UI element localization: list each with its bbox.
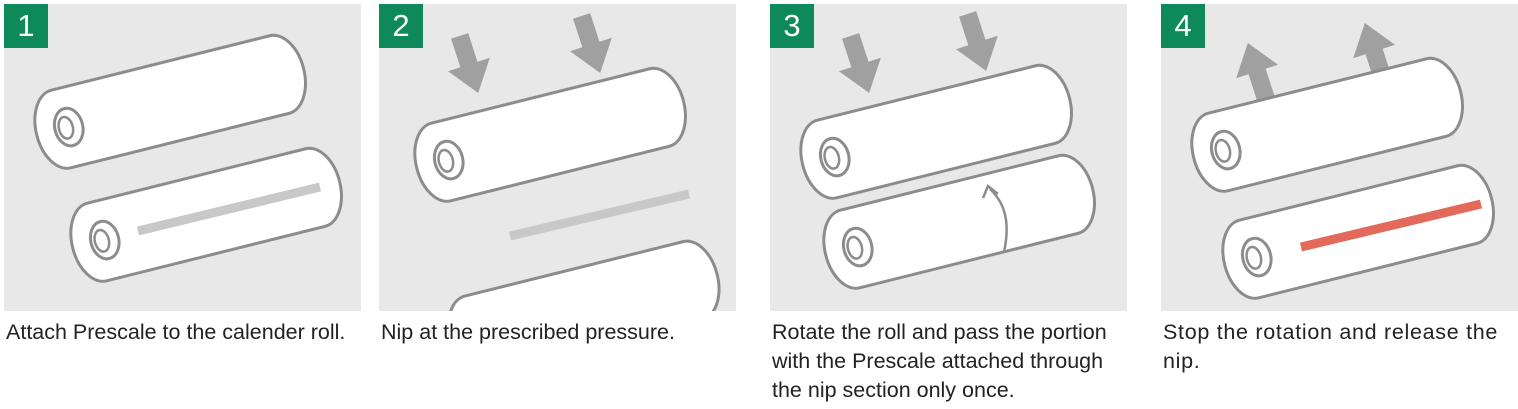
step-caption: Attach Prescale to the calender roll.: [6, 320, 346, 344]
step-1-illustration: 1: [4, 4, 361, 311]
prescale-film: [136, 182, 322, 236]
upper-roll: [405, 61, 695, 209]
pressure-arrow: [829, 29, 891, 100]
prescale-film-developed: [1299, 199, 1483, 252]
step-4-rolls-diagram: [1182, 16, 1503, 306]
step-number-badge: 3: [770, 4, 814, 48]
step-3-rolls-diagram: [791, 7, 1104, 296]
step-4-illustration: 4: [1161, 4, 1518, 311]
step-2-illustration: 2: [379, 4, 736, 311]
step-caption: Rotate the roll and pass the portion wit…: [772, 320, 1107, 402]
lower-roll: [439, 234, 729, 311]
pressure-arrow: [438, 29, 500, 100]
pressure-arrow: [946, 7, 1008, 78]
step-number-badge: 4: [1161, 4, 1205, 48]
step-number-badge: 1: [4, 4, 48, 48]
step-caption: Nip at the prescribed pressure.: [381, 320, 675, 344]
upper-roll: [25, 28, 315, 176]
step-caption: Stop the rotation and release the nip.: [1163, 320, 1499, 373]
step-1-rolls-diagram: [25, 28, 351, 289]
step-2-rolls-diagram: [405, 9, 729, 311]
rotation-arrow-icon: [989, 188, 1008, 253]
rotation-arrowhead-icon: [981, 183, 999, 199]
pressure-arrow: [560, 9, 622, 80]
prescale-film: [508, 189, 691, 241]
step-3-illustration: 3: [770, 4, 1127, 311]
step-number-badge: 2: [379, 4, 423, 48]
